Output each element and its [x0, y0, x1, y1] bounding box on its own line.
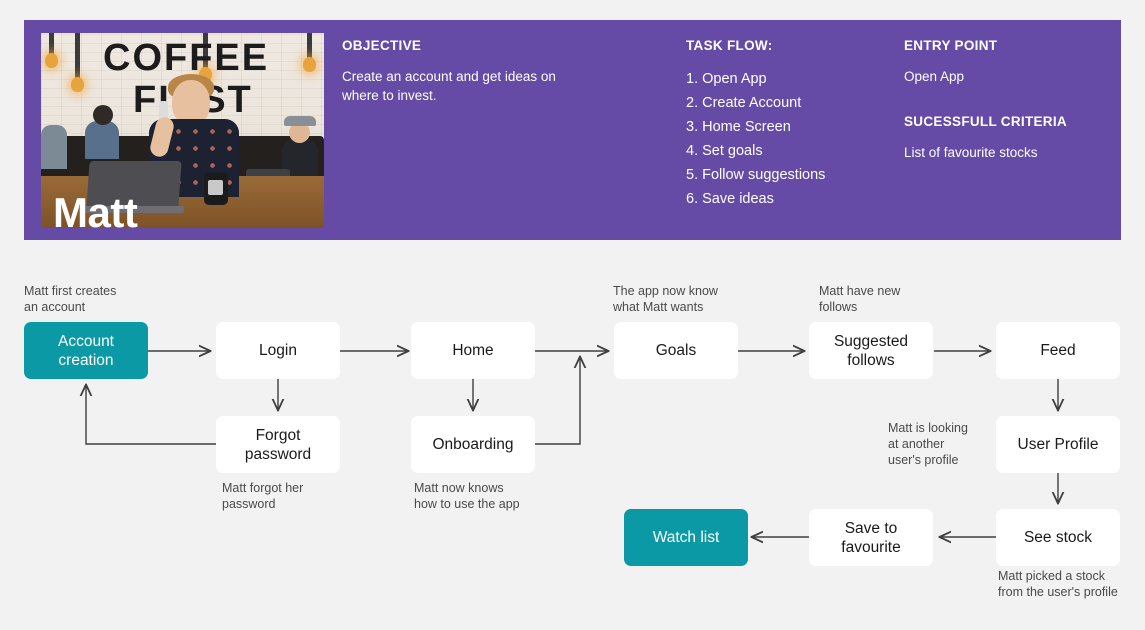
objective-title: OBJECTIVE — [342, 38, 422, 53]
node-feed[interactable]: Feed — [996, 322, 1120, 379]
pendant-light-icon — [303, 33, 316, 72]
task-flow-item: 5. Follow suggestions — [686, 167, 826, 183]
pendant-light-icon — [45, 33, 58, 68]
node-save-to-favourite[interactable]: Save to favourite — [809, 509, 933, 566]
task-flow-item: 2. Create Account — [686, 95, 802, 111]
node-watch-list[interactable]: Watch list — [624, 509, 748, 566]
persona-header: COFFEE FIRST Matt OBJECTIVE Create an ac… — [24, 20, 1121, 240]
note-user-profile: Matt is looking at another user's profil… — [888, 421, 968, 467]
node-goals[interactable]: Goals — [614, 322, 738, 379]
objective-body: Create an account and get ideas on where… — [342, 69, 556, 103]
node-see-stock[interactable]: See stock — [996, 509, 1120, 566]
entry-point-column: ENTRY POINT Open App SUCESSFULL CRITERIA… — [904, 38, 1114, 162]
node-login[interactable]: Login — [216, 322, 340, 379]
node-suggested-follows[interactable]: Suggested follows — [809, 322, 933, 379]
task-flow-item: 3. Home Screen — [686, 119, 791, 135]
criteria-title: SUCESSFULL CRITERIA — [904, 114, 1067, 129]
task-flow-item: 1. Open App — [686, 71, 767, 87]
persona-name: Matt — [53, 189, 138, 229]
entry-point-body: Open App — [904, 69, 965, 84]
note-goals: The app now know what Matt wants — [613, 284, 718, 314]
task-flow-item: 6. Save ideas — [686, 191, 774, 207]
objective-column: OBJECTIVE Create an account and get idea… — [342, 38, 592, 105]
note-onboarding: Matt now knows how to use the app — [414, 481, 520, 511]
phone-icon — [159, 101, 168, 123]
task-flow-list: 1. Open App 2. Create Account 3. Home Sc… — [686, 67, 886, 211]
pendant-light-icon — [71, 33, 84, 92]
task-flow-column: TASK FLOW: 1. Open App 2. Create Account… — [686, 38, 886, 211]
node-user-profile[interactable]: User Profile — [996, 416, 1120, 473]
coffee-mug-icon — [204, 173, 228, 205]
node-home[interactable]: Home — [411, 322, 535, 379]
node-onboarding[interactable]: Onboarding — [411, 416, 535, 473]
persona-head — [172, 80, 210, 125]
note-account-creation: Matt first creates an account — [24, 284, 117, 314]
task-flow-item: 4. Set goals — [686, 143, 763, 159]
note-suggested-follows: Matt have new follows — [819, 284, 901, 314]
persona-photo: COFFEE FIRST Matt — [41, 33, 324, 228]
node-forgot-password[interactable]: Forgot password — [216, 416, 340, 473]
note-forgot-password: Matt forgot her password — [222, 481, 304, 511]
entry-point-title: ENTRY POINT — [904, 38, 998, 53]
task-flow-title: TASK FLOW: — [686, 38, 773, 53]
criteria-body: List of favourite stocks — [904, 145, 1038, 160]
node-account-creation[interactable]: Account creation — [24, 322, 148, 379]
note-see-stock: Matt picked a stock from the user's prof… — [998, 569, 1118, 599]
wall-sign-line-1: COFFEE — [103, 37, 270, 79]
background-person — [41, 125, 67, 169]
background-person — [85, 105, 119, 159]
